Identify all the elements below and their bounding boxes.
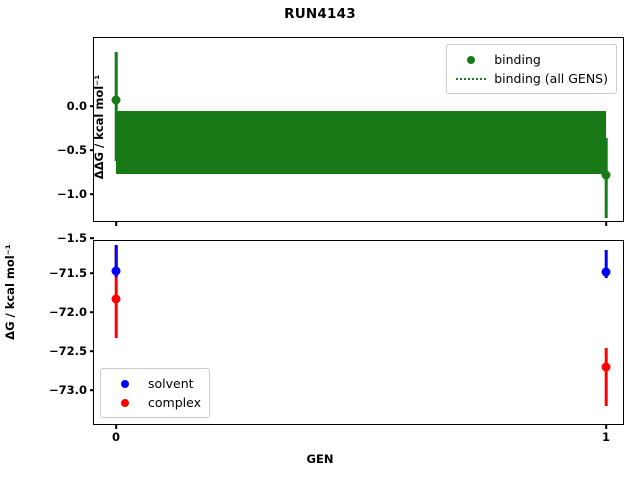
y-tick-label-bottom-3: −73.0: [48, 383, 87, 397]
data-point-solvent-gen0[interactable]: [111, 266, 121, 276]
plot-area-bottom: [94, 241, 623, 424]
error-bar-binding-gen0: [114, 52, 118, 161]
x-tick-mark-top-1: [605, 221, 607, 226]
page-title: RUN4143: [284, 6, 356, 22]
legend-item-binding[interactable]: binding: [453, 50, 608, 69]
legend-item-binding-all-gens[interactable]: binding (all GENS): [453, 69, 608, 88]
data-point-solvent-gen1[interactable]: [601, 267, 611, 277]
legend-marker-dot-icon: [453, 55, 489, 64]
plot-area-top: [94, 38, 623, 221]
x-tick-label-0: 0: [111, 430, 121, 444]
error-bar-complex-gen1: [604, 348, 608, 406]
y-tick-label-top-0: 0.0: [66, 99, 87, 113]
legend-label-solvent: solvent: [148, 376, 194, 391]
y-tick-mark-bottom-3: [89, 389, 94, 391]
legend-item-complex[interactable]: complex: [107, 393, 201, 412]
binding-all-gens-band: [116, 111, 606, 174]
data-point-complex-gen1[interactable]: [601, 362, 611, 372]
y-tick-label-bottom-0: −71.5: [48, 266, 87, 280]
y-tick-mark-top-2: [89, 193, 94, 195]
data-point-binding-gen0[interactable]: [111, 95, 121, 105]
y-tick-mark-bottom-2: [89, 350, 94, 352]
error-bar-solvent-gen0: [114, 245, 118, 277]
x-tick-label-1: 1: [601, 430, 611, 444]
y-tick-label-top-1: −0.5: [56, 143, 87, 157]
y-tick-mark-top-1: [89, 149, 94, 151]
legend-label-binding: binding: [494, 52, 541, 67]
x-tick-mark-bottom-0: [115, 424, 117, 429]
y-tick-mark-top-3: [89, 237, 94, 239]
x-tick-mark-top-0: [115, 221, 117, 226]
y-tick-label-bottom-1: −72.0: [48, 305, 87, 319]
y-tick-mark-bottom-0: [89, 272, 94, 274]
legend-item-solvent[interactable]: solvent: [107, 374, 201, 393]
y-tick-label-top-3: −1.5: [56, 231, 87, 245]
x-tick-mark-bottom-1: [605, 424, 607, 429]
y-tick-label-top-2: −1.0: [56, 187, 87, 201]
x-axis-label: GEN: [306, 452, 334, 466]
legend-bottom: solvent complex: [100, 368, 210, 418]
y-tick-label-bottom-2: −72.5: [48, 344, 87, 358]
legend-marker-dot-icon: [107, 398, 143, 407]
data-point-binding-gen1[interactable]: [601, 170, 611, 180]
chart-panel-bottom: −71.5 −72.0 −72.5 −73.0 0 1: [49, 240, 624, 444]
legend-dotted-line-icon: [453, 77, 489, 80]
y-axis-label-bottom: ΔG / kcal mol⁻¹: [3, 244, 17, 340]
y-tick-mark-top-0: [89, 105, 94, 107]
error-bar-solvent-gen1: [604, 250, 608, 278]
error-bar-complex-gen0: [114, 246, 118, 338]
legend-label-complex: complex: [148, 395, 201, 410]
y-tick-mark-bottom-1: [89, 311, 94, 313]
legend-top: binding binding (all GENS): [446, 44, 617, 94]
data-point-complex-gen0[interactable]: [111, 294, 121, 304]
legend-marker-dot-icon: [107, 379, 143, 388]
chart-panel-top: ΔΔG / kcal mol⁻¹ 0.0 −0.5 −1.0 −1.5: [57, 37, 624, 245]
legend-label-binding-all-gens: binding (all GENS): [494, 71, 608, 86]
